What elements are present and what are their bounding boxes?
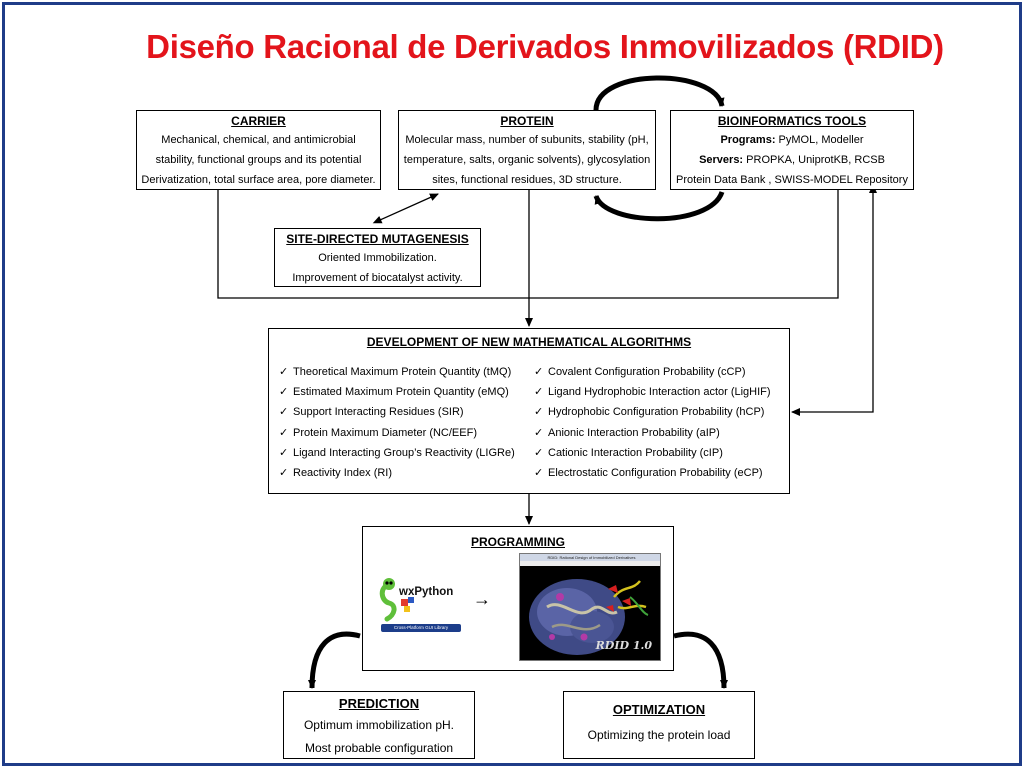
protein-box: PROTEIN Molecular mass, number of subuni… xyxy=(398,110,656,190)
app-menubar xyxy=(520,561,660,566)
prediction-line: Optimum immobilization pH. xyxy=(303,718,455,732)
check-icon: ✓ xyxy=(534,426,544,439)
prediction-box: PREDICTION Optimum immobilization pH. Mo… xyxy=(283,691,475,759)
carrier-line: Derivatization, total surface area, pore… xyxy=(141,174,376,186)
protein-line: sites, functional residues, 3D structure… xyxy=(432,174,622,186)
check-icon: ✓ xyxy=(534,467,544,480)
algorithm-item: ✓Covalent Configuration Probability (cCP… xyxy=(534,362,771,382)
carrier-line: Mechanical, chemical, and antimicrobial xyxy=(161,134,356,146)
check-icon: ✓ xyxy=(279,366,289,378)
wxpython-logo: wxPython http://wxPython.org Cross-Platf… xyxy=(375,575,463,633)
algorithm-list-left: ✓Theoretical Maximum Protein Quantity (t… xyxy=(279,362,515,483)
protein-line: temperature, salts, organic solvents), g… xyxy=(403,154,651,166)
programming-box: PROGRAMMING wxPython http://wxPython.org… xyxy=(362,526,674,671)
prediction-heading: PREDICTION xyxy=(338,696,420,711)
bioinformatics-heading: BIOINFORMATICS TOOLS xyxy=(717,114,867,128)
servers-label: Servers: xyxy=(699,154,744,166)
bioinformatics-line: Protein Data Bank , SWISS-MODEL Reposito… xyxy=(676,174,908,186)
wxpython-logo-text: wxPython xyxy=(399,586,454,598)
protein-heading: PROTEIN xyxy=(500,114,554,128)
servers-value: PROPKA, UniprotKB, RCSB xyxy=(743,154,885,166)
algorithm-item: ✓Anionic Interaction Probability (aIP) xyxy=(534,423,771,443)
algorithm-item: ✓Hydrophobic Configuration Probability (… xyxy=(534,402,771,422)
programs-label: Programs: xyxy=(720,134,776,146)
app-caption: RDID 1.0 xyxy=(595,639,652,652)
curved-arrow-protein-to-bio xyxy=(593,75,725,111)
right-arrow-icon: → xyxy=(473,589,491,609)
curved-arrow-bio-to-protein xyxy=(593,190,725,222)
programming-heading: PROGRAMMING xyxy=(471,535,565,549)
check-icon: ✓ xyxy=(534,406,544,419)
mutagenesis-heading: SITE-DIRECTED MUTAGENESIS xyxy=(286,232,469,246)
rdid-app-screenshot: RDID: Rational Design of Immobilized Der… xyxy=(519,553,661,661)
slide-title: Diseño Racional de Derivados Inmovilizad… xyxy=(146,28,944,65)
protein-structure-icon xyxy=(529,579,649,655)
mutagenesis-line: Oriented Immobilization. xyxy=(318,252,437,264)
check-icon: ✓ xyxy=(279,426,289,439)
mutagenesis-line: Improvement of biocatalyst activity. xyxy=(292,272,463,284)
bioinformatics-box: BIOINFORMATICS TOOLS Programs: PyMOL, Mo… xyxy=(670,110,914,190)
check-icon: ✓ xyxy=(279,446,289,459)
check-icon: ✓ xyxy=(279,386,289,399)
servers-line: Servers: PROPKA, UniprotKB, RCSB xyxy=(671,150,913,170)
carrier-line: stability, functional groups and its pot… xyxy=(155,154,362,166)
protein-render-image: RDID 1.0 xyxy=(522,567,658,660)
programs-value: PyMOL, Modeller xyxy=(775,134,864,146)
development-box: DEVELOPMENT OF NEW MATHEMATICAL ALGORITH… xyxy=(268,328,790,494)
optimization-line: Optimizing the protein load xyxy=(587,728,731,742)
curved-arrow-to-prediction xyxy=(308,631,361,689)
prediction-line: Most probable configuration xyxy=(304,741,454,755)
algorithm-list-right: ✓Covalent Configuration Probability (cCP… xyxy=(534,362,771,483)
carrier-box: CARRIER Mechanical, chemical, and antimi… xyxy=(136,110,381,190)
development-heading: DEVELOPMENT OF NEW MATHEMATICAL ALGORITH… xyxy=(366,335,692,349)
arrow-bio-development xyxy=(791,184,877,416)
wxpython-banner: Cross-Platform GUI Library xyxy=(381,624,461,632)
check-icon: ✓ xyxy=(534,446,544,459)
algorithm-item: ✓Estimated Maximum Protein Quantity (eMQ… xyxy=(279,382,515,402)
algorithm-item: ✓Ligand Hydrophobic Interaction actor (L… xyxy=(534,382,771,402)
carrier-heading: CARRIER xyxy=(231,114,286,128)
check-icon: ✓ xyxy=(279,406,289,419)
arrow-protein-mutagenesis xyxy=(372,193,439,224)
optimization-box: OPTIMIZATION Optimizing the protein load xyxy=(563,691,755,759)
algorithm-item: ✓Electrostatic Configuration Probability… xyxy=(534,463,771,483)
algorithm-item: ✓Reactivity Index (RI) xyxy=(279,463,515,483)
algorithm-item: ✓Theoretical Maximum Protein Quantity (t… xyxy=(279,362,515,382)
mutagenesis-box: SITE-DIRECTED MUTAGENESIS Oriented Immob… xyxy=(274,228,481,287)
protein-line: Molecular mass, number of subunits, stab… xyxy=(405,134,649,146)
algorithm-item: ✓Support Interacting Residues (SIR) xyxy=(279,402,515,422)
algorithm-item: ✓Cationic Interaction Probability (cIP) xyxy=(534,443,771,463)
check-icon: ✓ xyxy=(534,366,544,378)
app-titlebar: RDID: Rational Design of Immobilized Der… xyxy=(520,554,660,561)
check-icon: ✓ xyxy=(279,467,289,480)
snake-icon xyxy=(379,578,414,622)
algorithm-item: ✓Protein Maximum Diameter (NC/EEF) xyxy=(279,423,515,443)
programs-line: Programs: PyMOL, Modeller xyxy=(671,130,913,150)
algorithm-item: ✓Ligand Interacting Group’s Reactivity (… xyxy=(279,443,515,463)
check-icon: ✓ xyxy=(534,386,544,399)
optimization-heading: OPTIMIZATION xyxy=(612,702,706,717)
curved-arrow-to-optimization xyxy=(673,631,728,689)
